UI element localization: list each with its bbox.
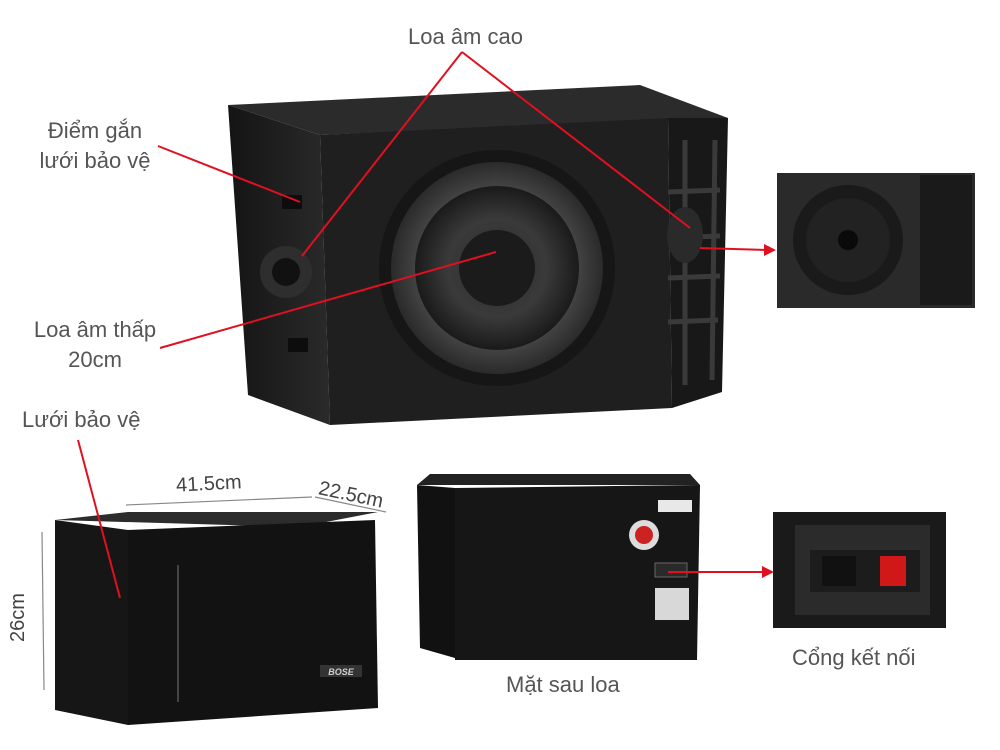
label-back-side: Mặt sau loa xyxy=(506,672,620,697)
dimension-lines xyxy=(41,496,387,691)
connector-closeup-photo xyxy=(773,512,946,628)
label-grille-mount: Điểm gắn lưới bảo vệ xyxy=(30,116,160,176)
arrowheads xyxy=(762,244,776,578)
label-woofer-line2: 20cm xyxy=(68,347,122,372)
label-grille: Lưới bảo vệ xyxy=(22,407,141,432)
label-woofer-line1: Loa âm thấp xyxy=(33,317,157,342)
label-grille-mount-line1: Điểm gắn xyxy=(47,118,143,143)
label-woofer: Loa âm thấp 20cm xyxy=(20,315,170,375)
pointer-lines xyxy=(77,51,769,599)
dimension-width: 41.5cm xyxy=(175,471,243,497)
dimension-height: 26cm xyxy=(6,593,29,642)
bose-logo: BOSE xyxy=(328,667,355,677)
speaker-front-with-grille: BOSE xyxy=(55,512,378,725)
speaker-back-photo xyxy=(417,474,700,660)
label-tweeter: Loa âm cao xyxy=(408,24,523,49)
main-speaker xyxy=(228,85,728,425)
label-connector: Cổng kết nối xyxy=(792,645,916,670)
tweeter-closeup-photo xyxy=(777,173,975,308)
label-grille-mount-line2: lưới bảo vệ xyxy=(39,148,151,173)
